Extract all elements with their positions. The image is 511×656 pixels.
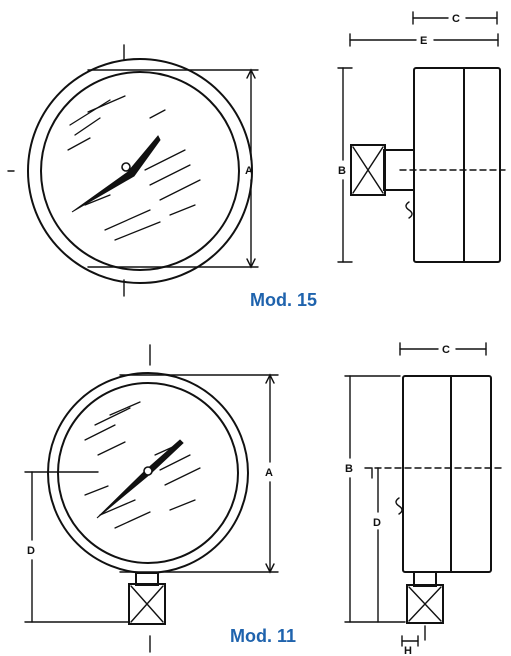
mod11-label-d-side: D — [373, 517, 381, 529]
mod11-connector-cross — [130, 585, 164, 623]
mod11-dimension-h: H — [401, 635, 419, 656]
mod15-side-view — [350, 67, 506, 263]
mod11-side-tab — [395, 497, 403, 515]
mod11-side-nut — [406, 584, 444, 624]
mod11-dimension-d-front: D — [24, 471, 129, 623]
mod11-needle — [96, 439, 184, 519]
mod15-label-e: E — [420, 35, 427, 47]
mod11-glass-hatching — [84, 401, 201, 529]
mod15-dimension-c: C — [412, 11, 498, 25]
mod11-label-d-front: D — [27, 545, 35, 557]
mod15-outer-bezel — [27, 58, 253, 284]
mod11-connector-nut — [128, 583, 166, 625]
mod15-side-tab — [405, 201, 413, 219]
mod15-label-b: B — [338, 165, 346, 177]
mod11-label-a: A — [265, 467, 273, 479]
mod15-caption: Mod. 15 — [250, 290, 318, 310]
mod11-front-view — [47, 344, 249, 653]
mod11-label-c: C — [442, 344, 450, 356]
mod15-case-body — [413, 67, 501, 263]
mod15-dimension-a: A — [87, 68, 259, 269]
mod11-side-view — [364, 375, 506, 641]
mod11-dimension-b: B — [344, 375, 406, 623]
mod15-connector-cross — [352, 146, 384, 194]
mod11-inner-bezel — [57, 382, 239, 564]
mod15-label-c: C — [452, 13, 460, 25]
mod15-needle — [71, 135, 161, 213]
mod11-dimension-a: A — [119, 373, 279, 574]
mod15-label-a: A — [245, 165, 253, 177]
mod11-side-cross — [408, 586, 442, 622]
mod11-side-stem — [413, 571, 437, 587]
mod15-glass-hatching — [67, 95, 201, 241]
mod15-dimension-b: B — [337, 67, 353, 263]
mod15-connector-nut — [350, 144, 386, 196]
mod11-case-body — [402, 375, 492, 573]
mod11-needle-hub — [143, 466, 153, 476]
mod15-inner-bezel — [40, 71, 240, 271]
mod15-needle-hub — [121, 162, 131, 172]
mod11-label-h: H — [404, 645, 412, 656]
mod11-caption: Mod. 11 — [230, 626, 297, 646]
mod11-label-b: B — [345, 463, 353, 475]
mod11-dimension-d-side: D — [371, 467, 381, 623]
mod15-front-view — [7, 44, 253, 297]
mod11-dimension-c: C — [399, 342, 487, 356]
mod15-dimension-e: E — [349, 33, 499, 47]
